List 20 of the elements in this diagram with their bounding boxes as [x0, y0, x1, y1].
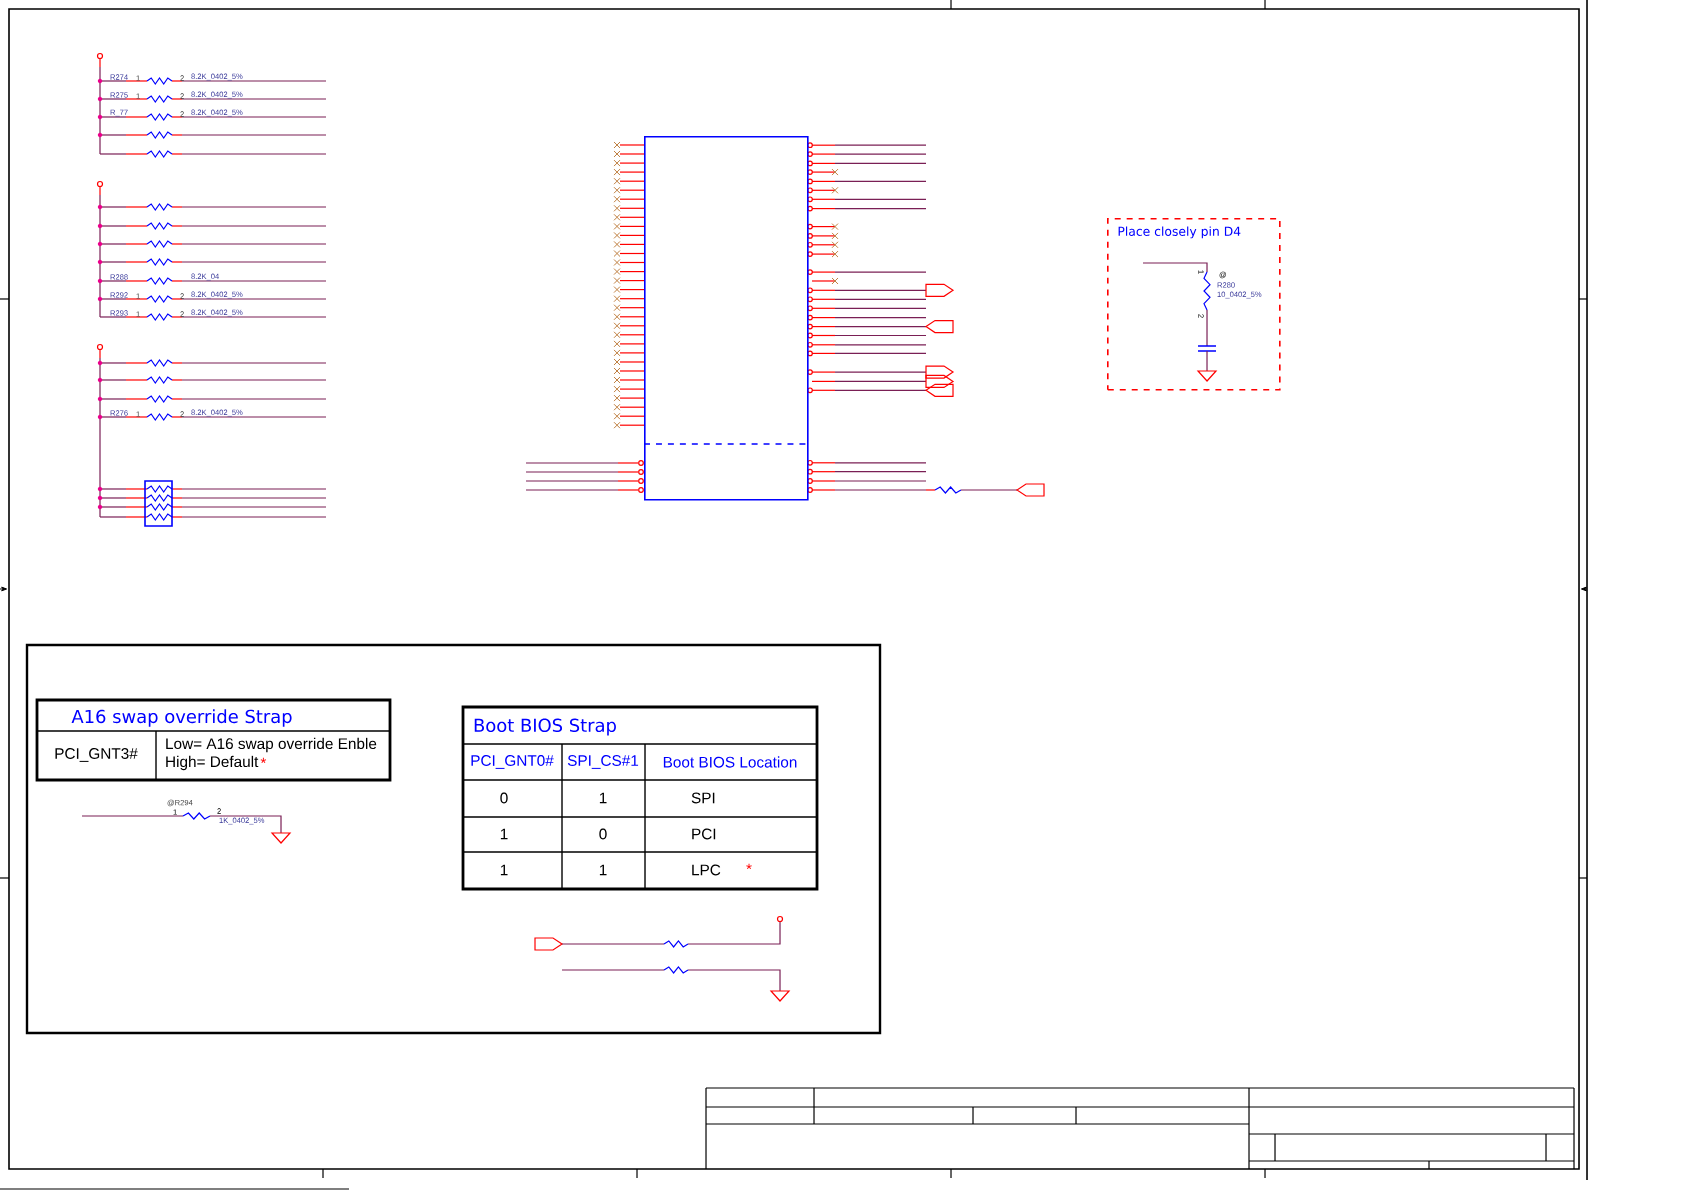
table-cell: High= Default	[166, 755, 259, 771]
table-title: Boot BIOS Strap	[474, 718, 616, 736]
column-header: Boot BIOS Location	[663, 756, 797, 768]
table-cell: LPC	[692, 864, 721, 876]
table-cell: 1	[599, 792, 607, 804]
column-header: PCI_GNT0#	[471, 755, 554, 769]
table-cell: Low= A16 swap override Enble	[166, 737, 377, 753]
column-header: SPI_CS#1	[567, 755, 639, 769]
default-asterisk: *	[746, 863, 752, 870]
ic-box	[644, 136, 809, 501]
table-cell: SPI	[691, 792, 715, 804]
table-cell: 0	[500, 792, 508, 804]
table-cell: 1	[599, 864, 607, 876]
table-title: A16 swap override Strap	[71, 709, 292, 727]
table-cell: PCI_GNT3#	[55, 748, 138, 762]
table-cell: 1	[500, 864, 508, 876]
default-asterisk: *	[260, 757, 267, 764]
table-cell: 1	[500, 828, 508, 840]
table-cell: 0	[599, 828, 607, 840]
table-cell: PCI	[692, 828, 716, 840]
